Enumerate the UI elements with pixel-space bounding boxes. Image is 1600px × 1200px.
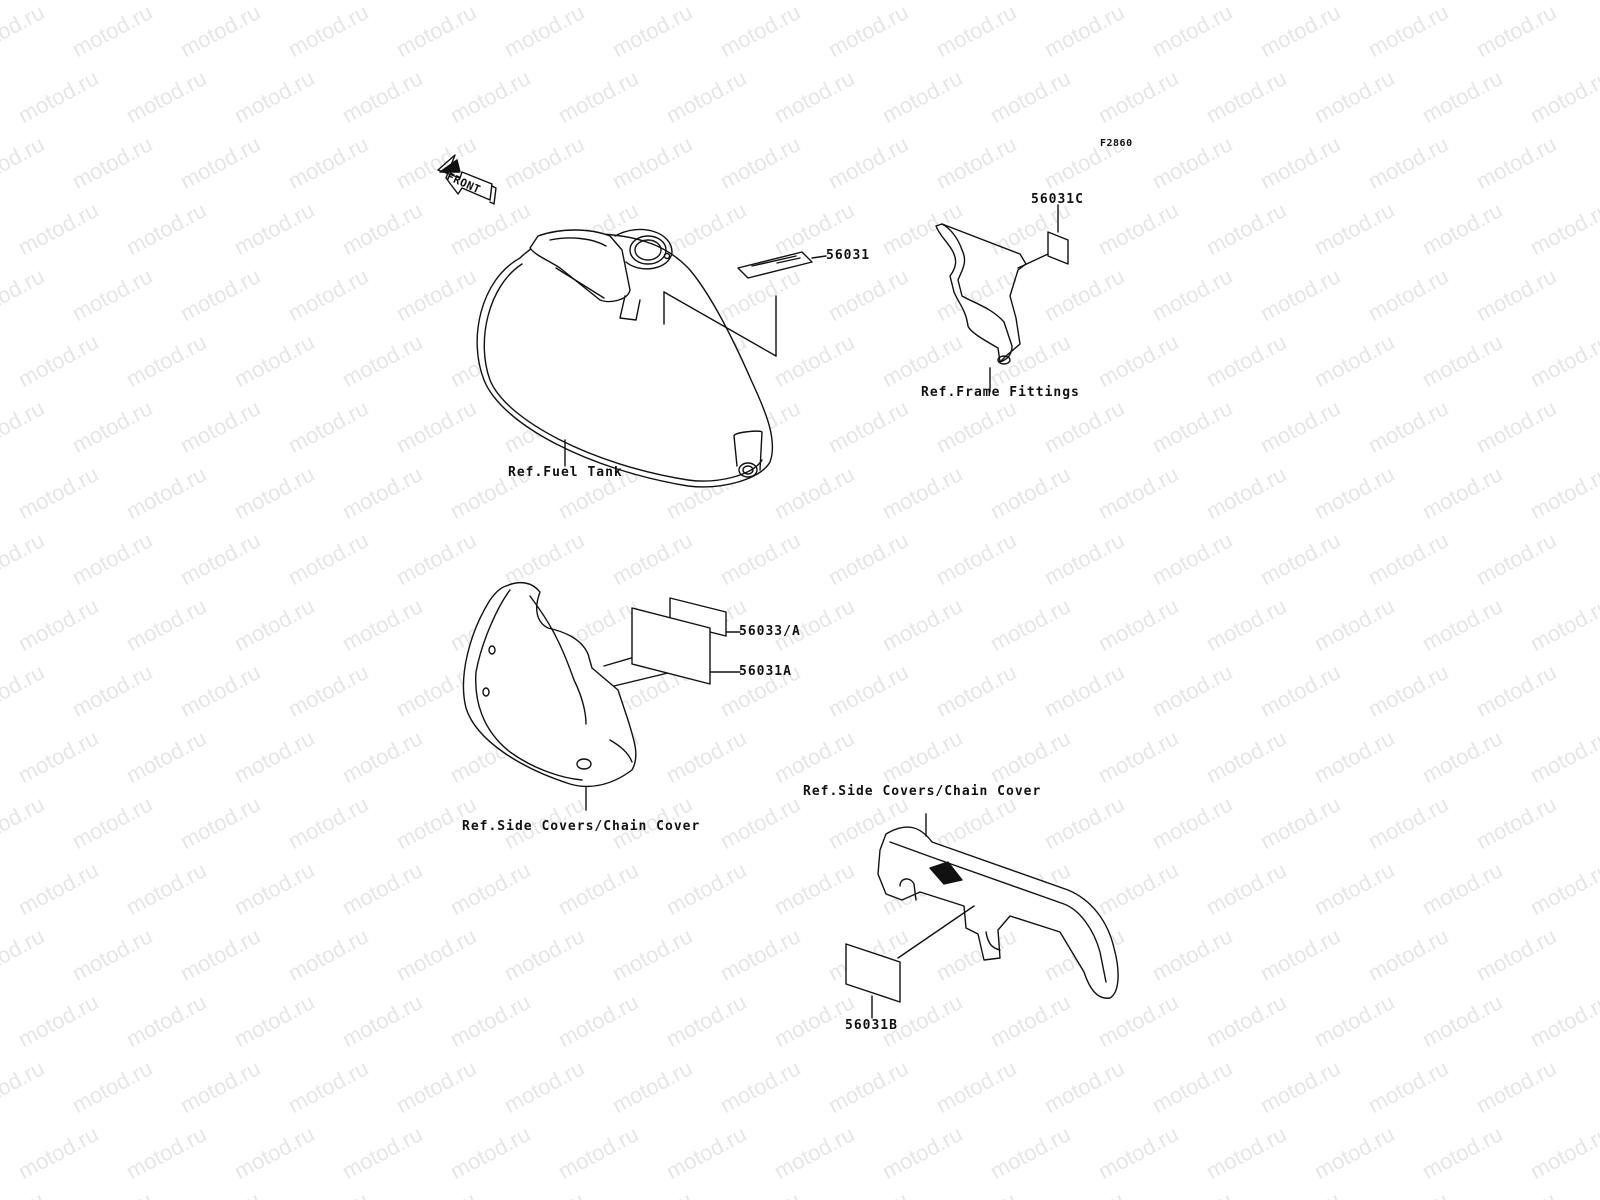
figure-code-label: F2860 [1100,138,1133,149]
part-number-56033a[interactable]: 56033/A [739,624,801,639]
decal-56031-drawing [663,251,827,357]
decal-56031a-drawing [631,607,741,685]
ref-side-covers-chain-cover-left[interactable]: Ref.Side Covers/Chain Cover [462,819,701,834]
part-number-56031[interactable]: 56031 [826,248,871,263]
ref-side-covers-chain-cover-right[interactable]: Ref.Side Covers/Chain Cover [803,784,1042,799]
ref-frame-fittings[interactable]: Ref.Frame Fittings [921,385,1080,400]
chain-cover-drawing [877,813,1119,999]
front-arrow-icon [437,154,497,205]
part-number-56031b[interactable]: 56031B [845,1018,898,1033]
frame-fitting-drawing [935,223,1027,393]
left-side-cover-drawing [462,581,673,811]
fuel-tank-drawing [476,228,774,488]
ref-fuel-tank[interactable]: Ref.Fuel Tank [508,465,623,480]
decal-56033a-drawing [669,597,741,637]
part-number-56031c[interactable]: 56031C [1031,192,1084,207]
decal-56031c-drawing [1017,204,1069,269]
part-number-56031a[interactable]: 56031A [739,664,792,679]
decal-56031b-drawing [845,905,975,1019]
